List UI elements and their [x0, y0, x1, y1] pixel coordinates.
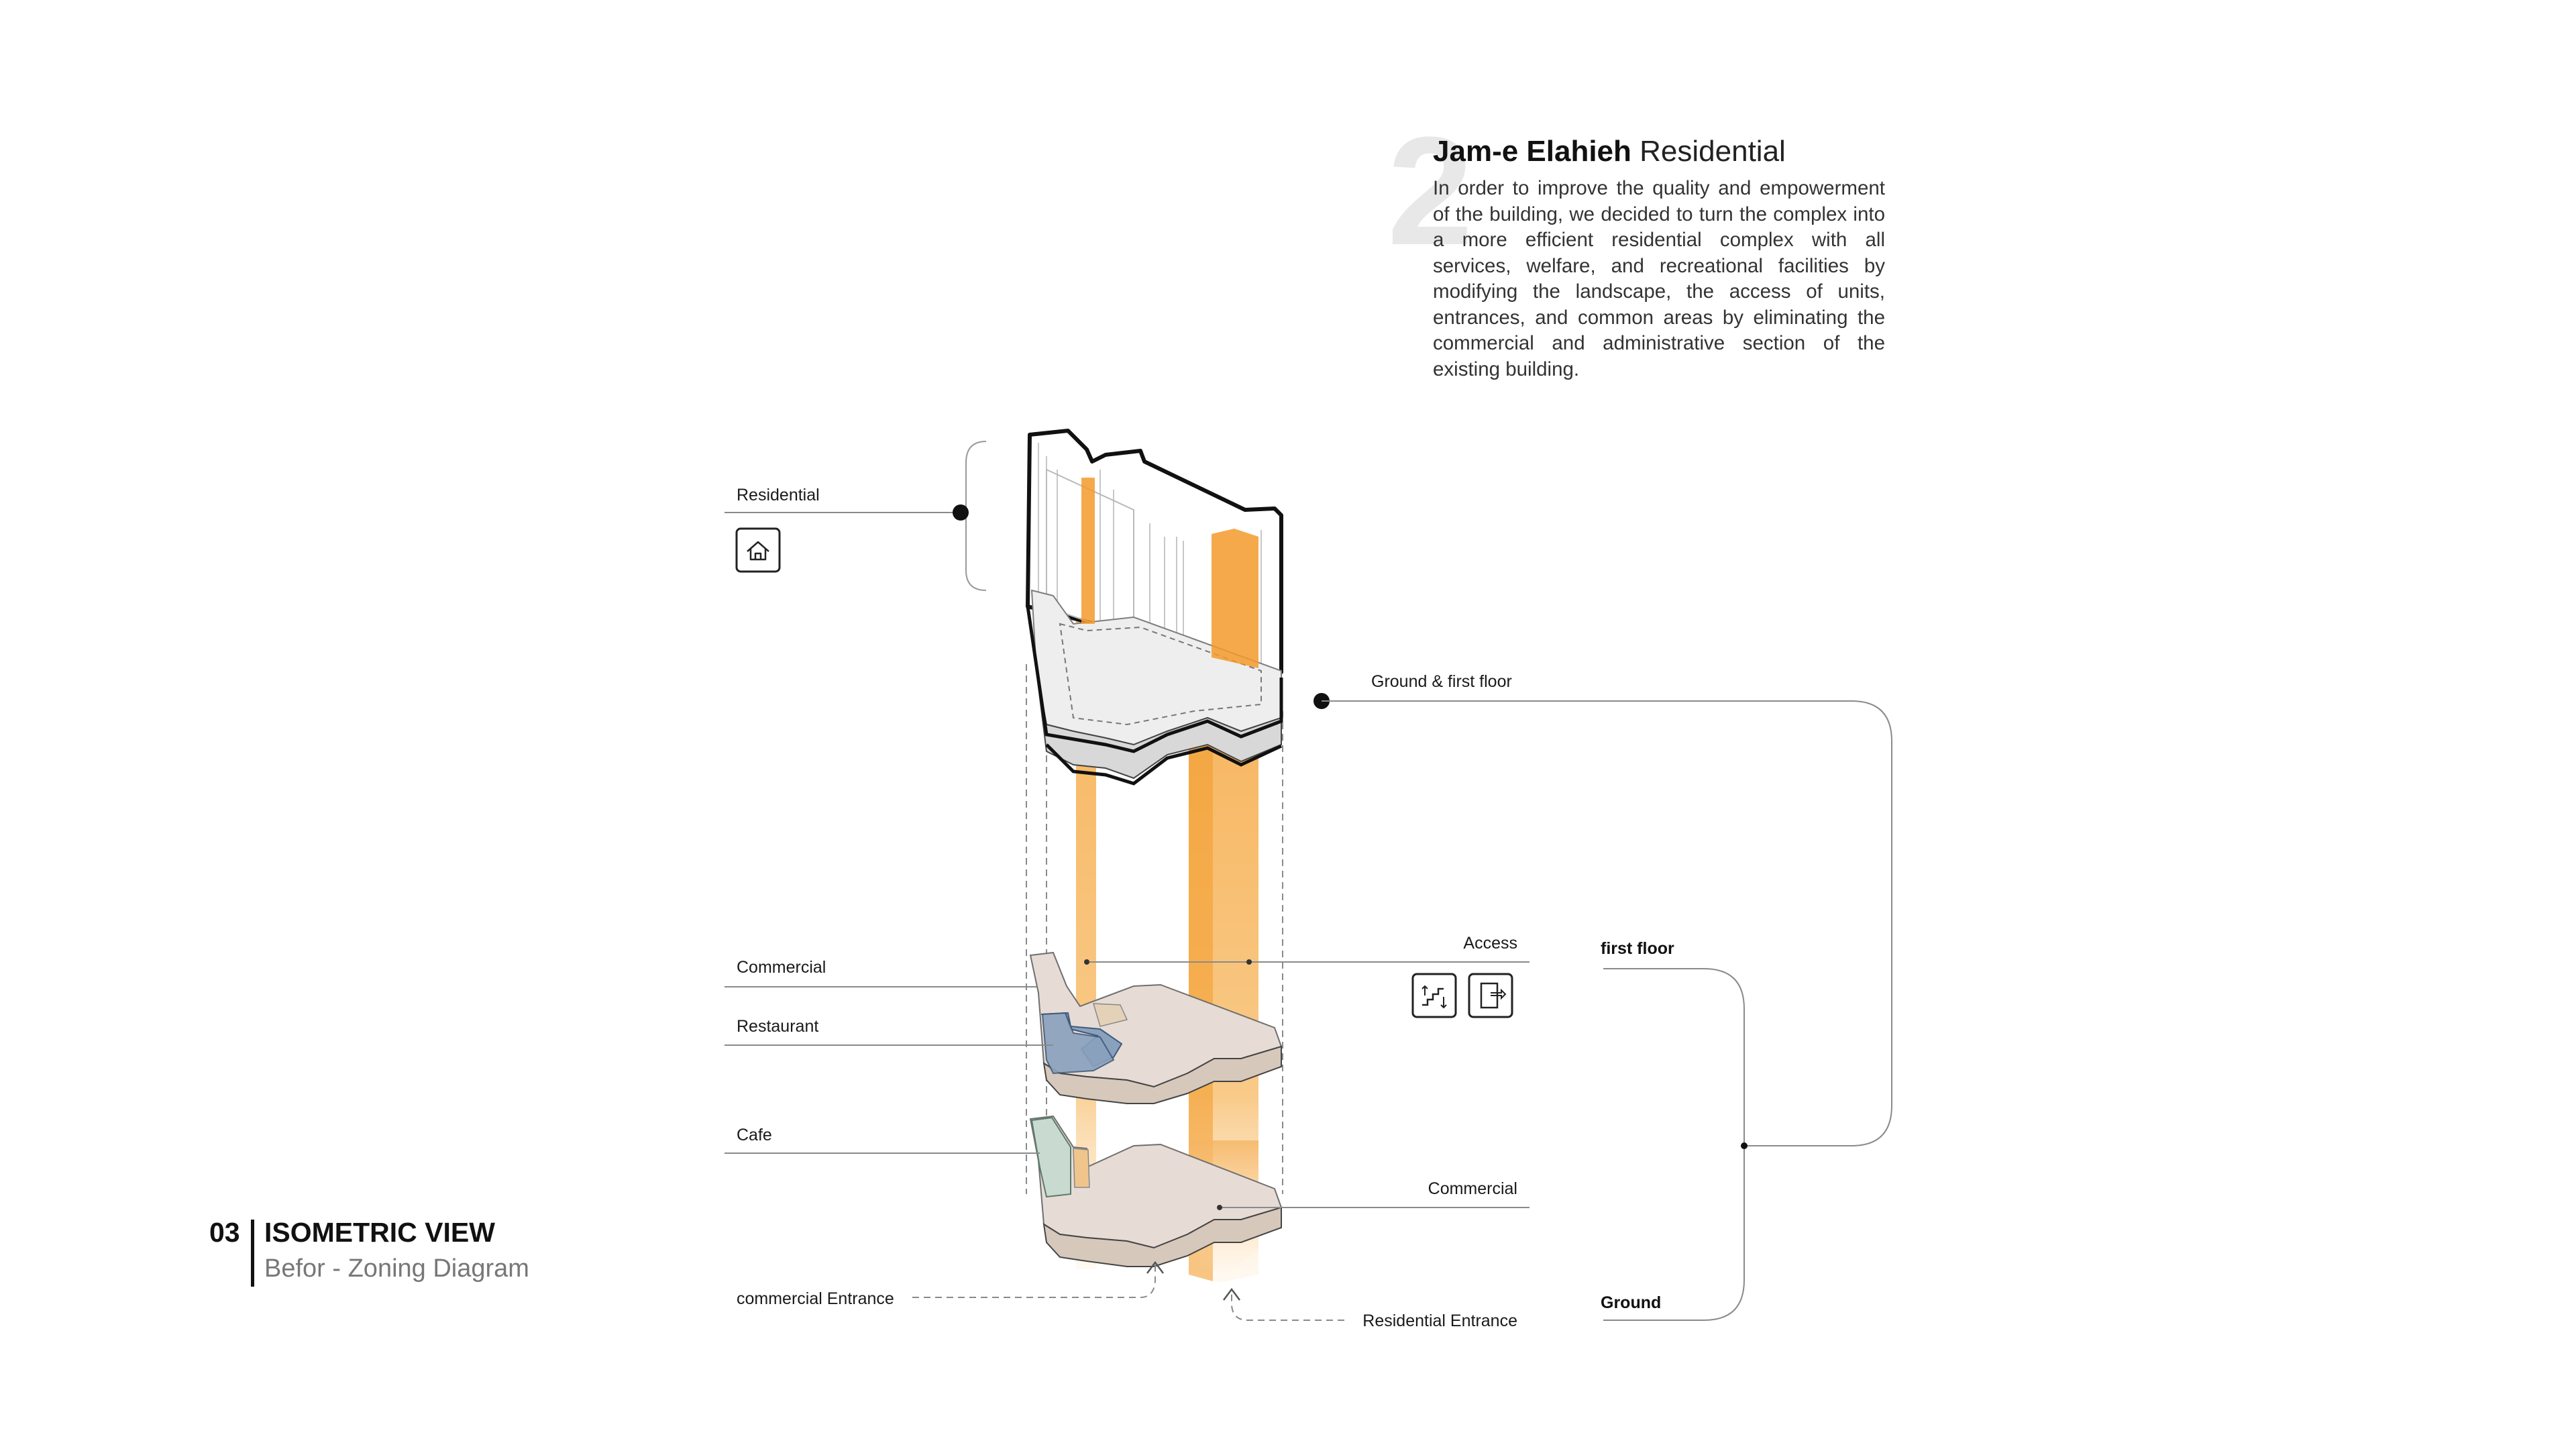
commercial-lower-leader [1217, 1205, 1529, 1210]
section-number-glyph: 2 [1387, 105, 1473, 277]
title-block: Jam-e Elahieh Residential In order to im… [1433, 131, 1885, 382]
section-subtitle: Befor - Zoning Diagram [264, 1254, 529, 1283]
access-leader [1084, 959, 1529, 965]
label-residential: Residential [737, 486, 820, 504]
left-leaders [724, 986, 1053, 1154]
label-cafe: Cafe [737, 1126, 772, 1144]
stairs-icon [1411, 973, 1457, 1018]
first-floor-slab-side [1042, 1045, 1282, 1104]
floor-connector [1313, 693, 1892, 1321]
elevator-icon [1468, 973, 1513, 1018]
label-residential-entrance: Residential Entrance [1362, 1311, 1517, 1330]
label-commercial-lower: Commercial [1428, 1179, 1517, 1198]
label-commercial-upper: Commercial [737, 958, 826, 977]
title-rest: Residential [1631, 135, 1786, 168]
label-ground-first-floor: Ground & first floor [1371, 672, 1512, 691]
label-restaurant: Restaurant [737, 1017, 818, 1036]
page-title: Jam-e Elahieh Residential [1433, 131, 1885, 172]
home-icon [735, 527, 781, 573]
ground-floor-slab-side [1042, 1206, 1282, 1267]
projection-lines [1026, 470, 1283, 1194]
section-number: 03 [209, 1217, 240, 1248]
section-title: ISOMETRIC VIEW [264, 1217, 495, 1248]
label-commercial-entrance: commercial Entrance [737, 1289, 894, 1308]
residential-block [1026, 429, 1283, 786]
title-bold: Jam-e Elahieh [1433, 135, 1631, 168]
description-paragraph: In order to improve the quality and empo… [1433, 177, 1885, 380]
cafe-zone [1030, 1116, 1071, 1198]
first-floor-plate [1029, 951, 1283, 1104]
label-ground: Ground [1601, 1293, 1661, 1312]
residential-bracket-dot [953, 504, 969, 521]
residential-slab-side [1036, 670, 1282, 780]
entrance-arrows [912, 1260, 1344, 1321]
ground-floor-plate [1029, 1115, 1283, 1267]
residential-bracket [724, 441, 987, 591]
section-divider [251, 1220, 254, 1287]
label-first-floor: first floor [1601, 939, 1674, 958]
label-access: Access [1463, 934, 1517, 953]
